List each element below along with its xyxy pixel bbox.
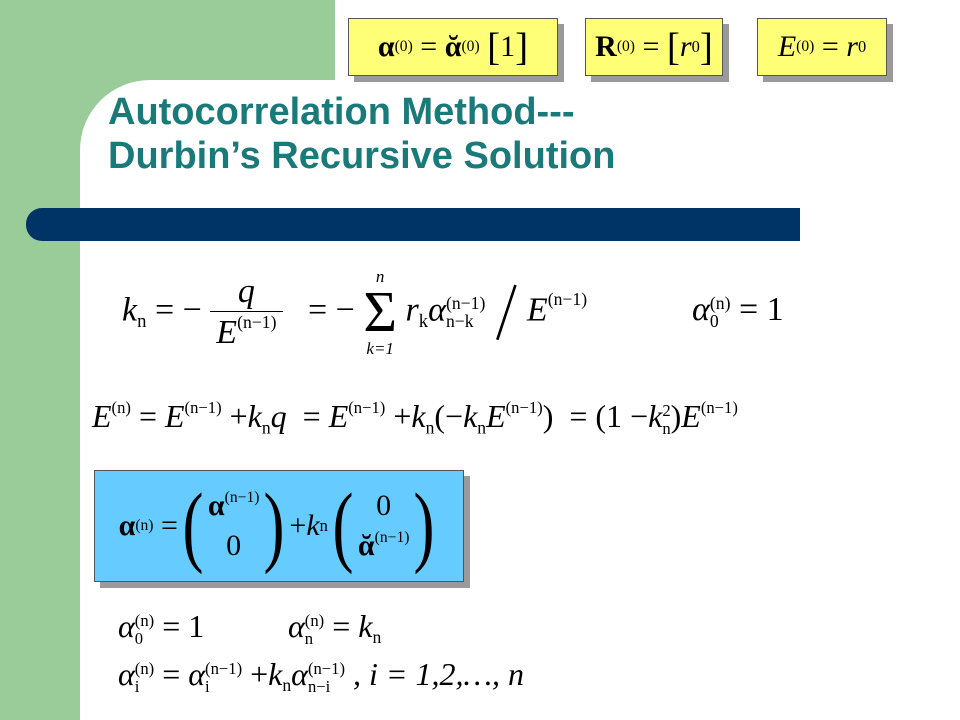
alpha-n-vector: α	[118, 509, 136, 542]
q-over-e-fraction: q E(n−1)	[210, 274, 283, 350]
corner-curve	[80, 80, 480, 280]
alphai-recursion-equation: α(n)i = α(n−1)i +knα(n−1)n−i , i = 1,2,……	[118, 656, 524, 696]
title-line-2: Durbin’s Recursive Solution	[108, 135, 616, 177]
alpha-symbol: α	[377, 30, 395, 63]
title-underline-bar	[26, 208, 800, 241]
slide-title: Autocorrelation Method--- Durbin’s Recur…	[108, 90, 808, 178]
e-update-equation: E(n) = E(n−1) +knq = E(n−1) +kn(−knE(n−1…	[92, 398, 738, 438]
alphan-equation-bottom: α(n)n = kn	[288, 608, 382, 648]
first-column-vector: α(n−1) 0	[207, 488, 260, 562]
alpha0-equation-bottom: α(n)0 = 1	[118, 608, 205, 648]
sidebar-decoration	[0, 0, 80, 720]
title-line-1: Autocorrelation Method---	[108, 91, 575, 133]
summation: n Σ k=1	[363, 267, 397, 358]
kn-equation: kn = − q E(n−1) = − n Σ k=1 rkα(n−1)n−k …	[122, 261, 588, 363]
second-column-vector: 0 ᾰ(n−1)	[357, 488, 410, 563]
alpha0-equation-top: α(n)0 = 1	[692, 291, 784, 332]
alpha-breve-symbol: ᾰ	[444, 30, 462, 63]
